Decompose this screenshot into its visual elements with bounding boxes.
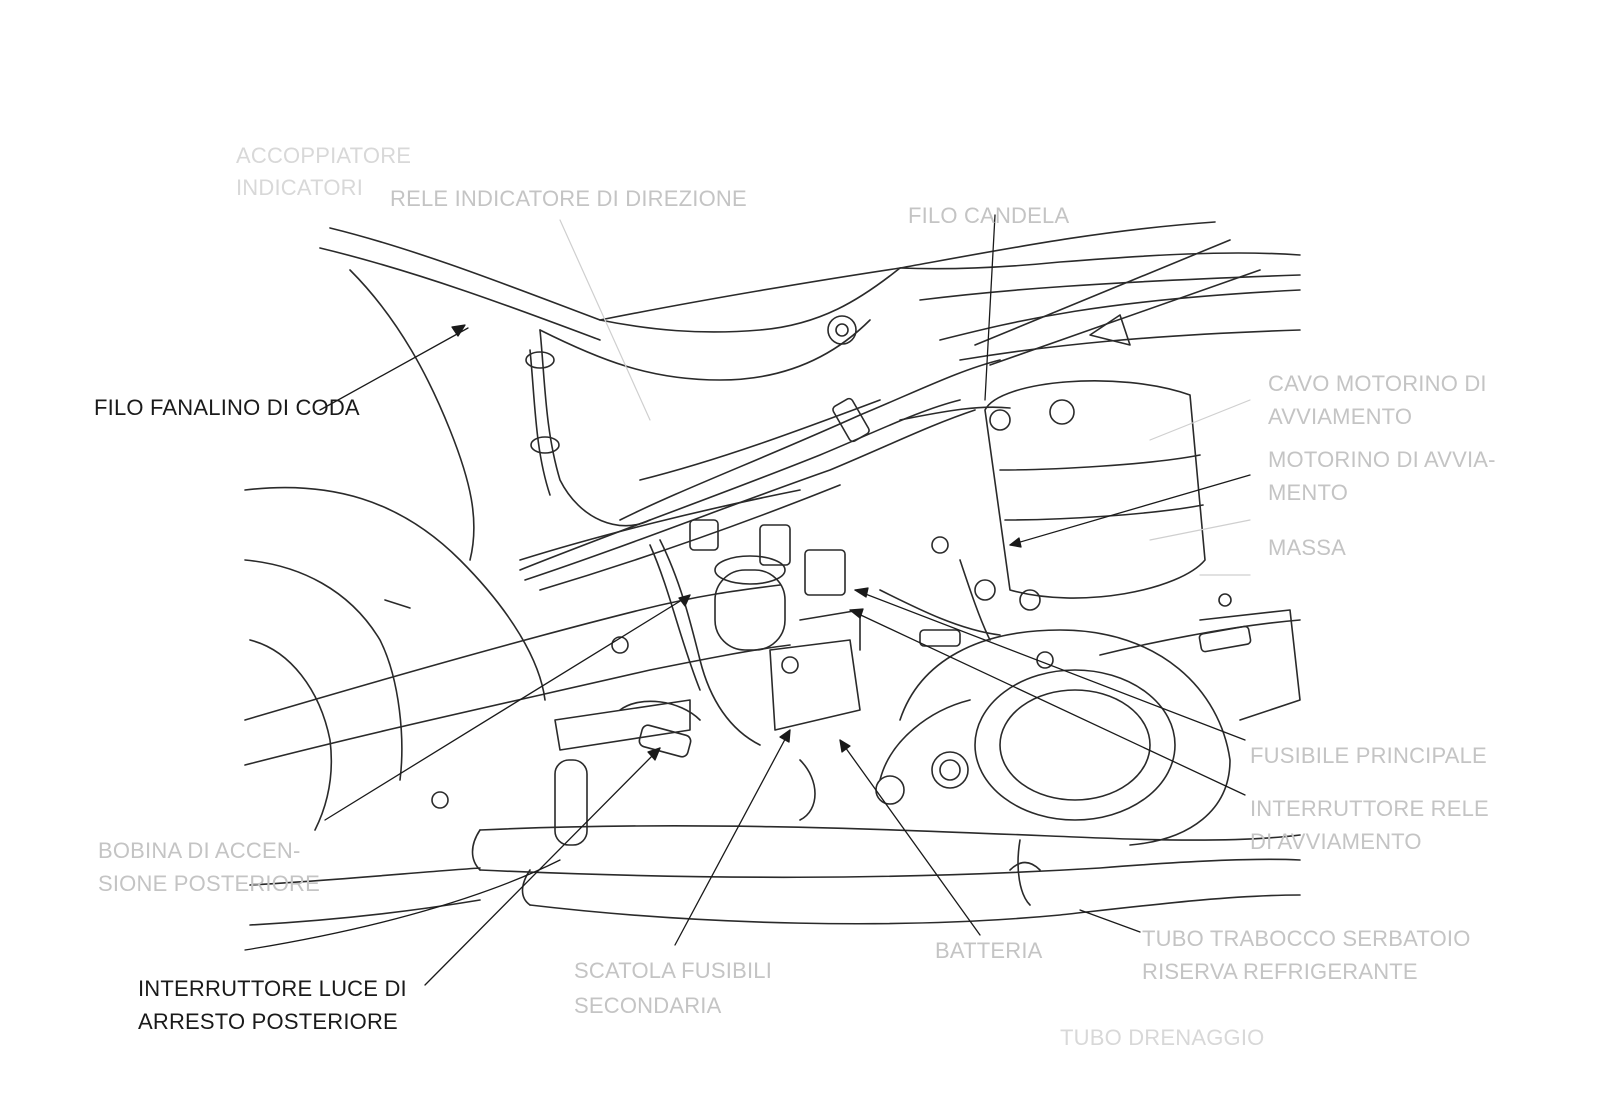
swing-arm [244,489,801,766]
label-bottom-right: TUBO DRENAGGIO [1060,1025,1265,1050]
battery-box [714,555,861,731]
label-ignition-coil-line2: SIONE POSTERIORE [98,871,321,896]
foot-peg [431,699,691,846]
label-turn-signal-relay: RELE INDICATORE DI DIREZIONE [390,186,747,211]
label-rear-brake-switch-line1: INTERRUTTORE LUCE DI [138,976,407,1001]
label-main-fuse: FUSIBILE PRINCIPALE [1250,743,1487,768]
label-rear-brake-switch-line2: ARRESTO POSTERIORE [138,1009,398,1034]
label-ground: MASSA [1268,535,1347,560]
label-starter-relay-line1: INTERRUTTORE RELE [1250,796,1489,821]
label-starter-cable-line2: AVVIAMENTO [1268,404,1413,429]
faint-leader-lines [559,219,1251,576]
label-fuse-box-line2: SECONDARIA [574,993,722,1018]
label-starter-cable-line1: CAVO MOTORINO DI [1268,371,1487,396]
leader-lines [244,214,1251,986]
label-battery: BATTERIA [935,938,1043,963]
label-tail-light-wire: FILO FANALINO DI CODA [94,395,360,420]
connectors [525,351,1252,906]
frame-rails [319,221,1301,381]
label-fuse-box-line1: SCATOLA FUSIBILI [574,958,773,983]
label-ignition-coil-line1: BOBINA DI ACCEN- [98,838,301,863]
label-starter-motor-line2: MENTO [1268,480,1349,505]
engine [875,593,1301,846]
label-coolant-tube-line1: TUBO TRABOCCO SERBATOIO [1142,926,1471,951]
label-top-left-line1: ACCOPPIATORE [236,143,412,168]
label-coolant-tube-line2: RISERVA REFRIGERANTE [1142,959,1418,984]
label-spark-plug-wire: FILO CANDELA [908,203,1070,228]
label-starter-relay-line2: DI AVVIAMENTO [1250,829,1422,854]
label-starter-motor-line1: MOTORINO DI AVVIA- [1268,447,1496,472]
starter-motor [984,380,1206,611]
exhaust-pipes [249,825,1301,926]
label-top-left-line2: INDICATORI [236,175,364,200]
rear-fender [244,269,546,831]
